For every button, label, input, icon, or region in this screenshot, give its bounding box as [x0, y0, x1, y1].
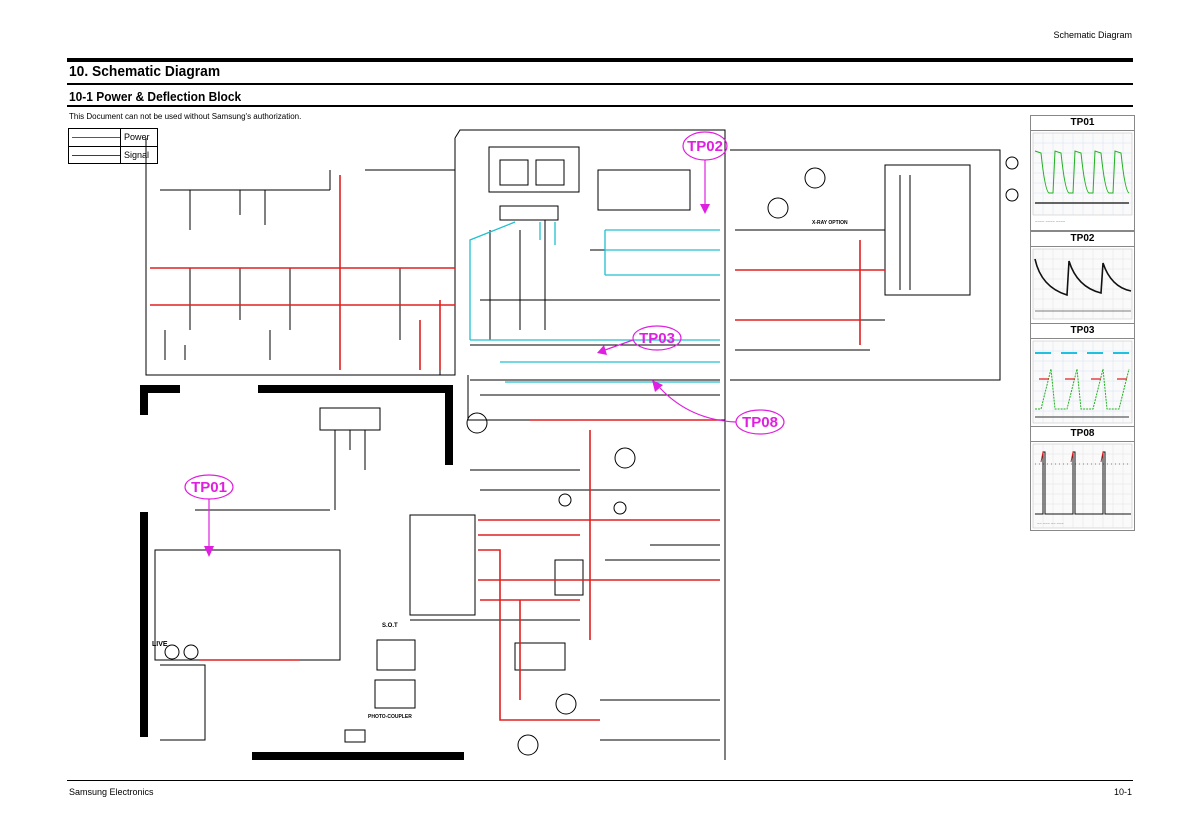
legend-row-signal: Signal: [69, 146, 157, 164]
waveform-tp03-scope: [1032, 340, 1133, 424]
section-title: 10-1 Power & Deflection Block: [69, 89, 242, 104]
chapter-rule: [67, 83, 1133, 85]
schematic-wiring: [145, 129, 1019, 760]
header-rule: [67, 58, 1133, 62]
test-point-tp01: TP01: [184, 474, 234, 557]
running-head: Schematic Diagram: [1053, 30, 1132, 40]
label-x-ray-option: X-RAY OPTION: [812, 220, 848, 226]
legend-swatch-power: [72, 137, 120, 138]
waveform-panel-tp08: TP08 ~~ ~~~ ~~ ~~~: [1030, 426, 1135, 531]
waveform-title-tp01: TP01: [1031, 116, 1134, 131]
waveform-title-tp02: TP02: [1031, 232, 1134, 247]
svg-text:TP03: TP03: [639, 330, 675, 347]
label-live: LIVE: [152, 641, 168, 648]
chapter-title: 10. Schematic Diagram: [69, 63, 221, 80]
footer-page-number: 10-1: [1113, 787, 1132, 797]
svg-text:~~ ~~~ ~~ ~~~: ~~ ~~~ ~~ ~~~: [1037, 521, 1064, 526]
authorization-notice: This Document can not be used without Sa…: [69, 112, 302, 121]
block-frames: [140, 385, 464, 760]
waveform-tp08-scope: ~~ ~~~ ~~ ~~~: [1032, 443, 1133, 529]
legend-label-power: Power: [124, 132, 150, 142]
test-points: TP02 TP03 TP08 TP01: [184, 131, 785, 557]
legend-swatch-signal: [72, 155, 120, 156]
schematic-diagram: LIVE PHOTO-COUPLER X-RAY OPTION S.O.T TP…: [140, 129, 1019, 760]
test-point-tp08: TP08: [652, 380, 785, 435]
section-rule: [67, 105, 1133, 107]
svg-text:TP02: TP02: [687, 138, 723, 155]
legend-label-signal: Signal: [124, 150, 150, 160]
waveform-panel-tp01: TP01 ~~~~ ~~~~ ~~~~: [1030, 115, 1135, 231]
net-legend: Power Signal: [68, 128, 158, 164]
waveform-tp02-scope: [1032, 248, 1133, 320]
waveform-title-tp08: TP08: [1031, 427, 1134, 442]
label-s-o-t: S.O.T: [382, 623, 398, 629]
test-point-tp02: TP02: [682, 131, 728, 214]
power-nets: [150, 175, 885, 721]
test-point-tp03: TP03: [597, 325, 682, 355]
footer-rule: [67, 780, 1133, 781]
signal-nets: [469, 221, 720, 383]
svg-text:TP01: TP01: [191, 479, 227, 496]
waveform-panel-tp02: TP02: [1030, 231, 1135, 325]
component-labels: LIVE PHOTO-COUPLER X-RAY OPTION S.O.T: [152, 220, 848, 720]
footer-company: Samsung Electronics: [69, 787, 154, 797]
legend-row-power: Power: [69, 129, 157, 146]
waveform-title-tp03: TP03: [1031, 324, 1134, 339]
label-photo-coupler: PHOTO-COUPLER: [368, 714, 412, 720]
svg-text:~~~~ ~~~~ ~~~~: ~~~~ ~~~~ ~~~~: [1035, 219, 1066, 224]
waveform-panel-tp03: TP03: [1030, 323, 1135, 427]
svg-text:TP08: TP08: [742, 414, 778, 431]
waveform-tp01-scope: ~~~~ ~~~~ ~~~~: [1032, 132, 1133, 224]
